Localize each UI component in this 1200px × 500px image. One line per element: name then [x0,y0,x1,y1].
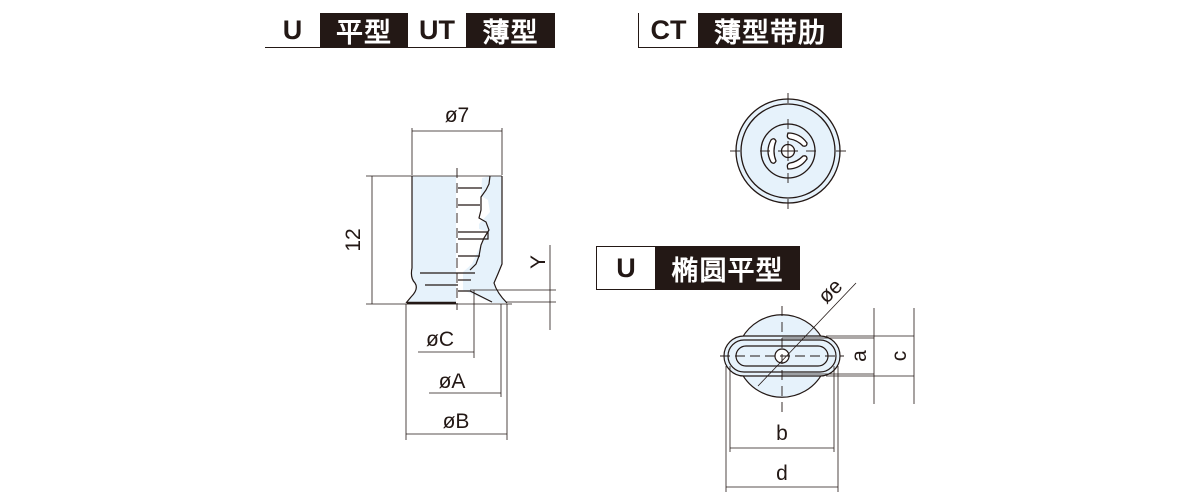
label-dia-e: øe [814,275,848,309]
oval-view [720,282,915,492]
header-ct-thin-rib: CT 薄型带肋 [638,13,842,49]
rib-slot [786,155,808,170]
centerlines [730,93,846,209]
label-dia-b: øB [443,410,470,433]
label-dia-a: øA [439,370,466,393]
label-c: c [888,351,911,362]
label-diameter-7: ø7 [445,104,470,127]
label-a: a [848,350,871,362]
header-name: 椭圆平型 [655,247,800,289]
label-height-12: 12 [342,228,365,251]
header-ut-thin: UT 薄型 [408,13,555,49]
label-d: d [776,462,788,485]
dim-line-e [757,282,857,387]
ct-top-view [730,93,846,209]
header-name: 薄型 [466,13,555,49]
body-fill-left [407,176,456,303]
header-code: UT [408,13,466,47]
outer-profile-left [405,176,417,304]
label-b: b [776,422,788,445]
lip [458,290,493,303]
outer-ring-inner [740,103,836,199]
header-code: U [265,13,320,47]
side-view [366,128,556,440]
header-code: U [597,247,655,289]
outer-profile-right [493,176,508,304]
rib-slot [786,132,808,147]
header-name: 薄型带肋 [698,13,842,49]
rib [458,231,489,240]
label-dia-c: øC [426,328,454,351]
rib-slot [767,138,777,164]
label-y: Y [527,255,550,269]
header-u-oval-flat: U 椭圆平型 [596,246,800,290]
header-u-flat: U 平型 [265,13,408,49]
header-code: CT [639,13,698,47]
header-name: 平型 [320,13,408,49]
